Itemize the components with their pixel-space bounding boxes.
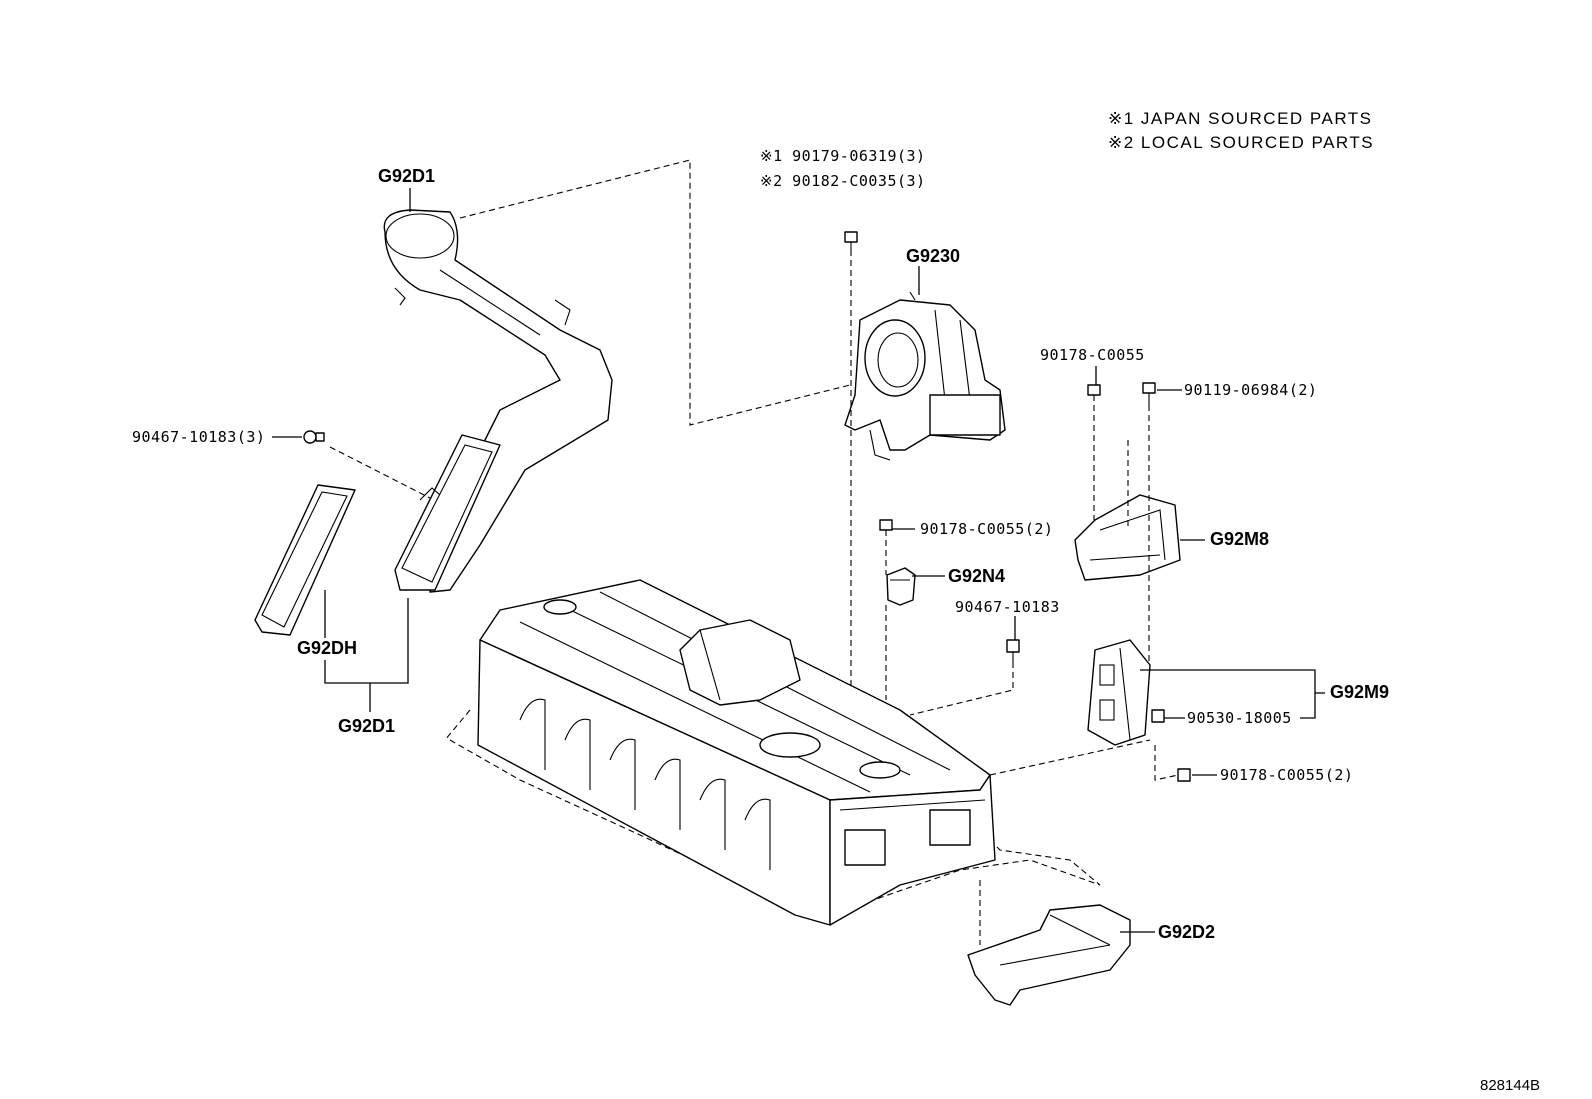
nut-90178-c-icon: [1177, 768, 1191, 782]
bracket-g92n4-drawing: [886, 567, 916, 606]
battery-pack-drawing: [444, 579, 1101, 926]
label-g92m9: G92M9: [1330, 682, 1389, 702]
label-g9230: G9230: [906, 246, 960, 266]
label-g92dh: G92DH: [297, 638, 357, 658]
label-90467: 90467-10183: [955, 598, 1060, 616]
nut-90178-b-icon: [879, 519, 893, 531]
label-90179: ※1 90179-06319(3): [760, 147, 926, 165]
label-g92d2: G92D2: [1158, 922, 1215, 942]
assembly-lines: [329, 159, 1179, 945]
nut-90179-icon: [844, 231, 858, 250]
label-90178-a: 90178-C0055: [1040, 346, 1145, 364]
bolt-90119-icon: [1142, 382, 1156, 405]
diagram-reference-number: 828144B: [1480, 1077, 1540, 1094]
label-90467-3: 90467-10183(3): [132, 428, 265, 446]
lower-duct-drawing: [967, 904, 1131, 1006]
label-g92d1-top: G92D1: [378, 166, 435, 186]
nut-90178-a-icon: [1087, 384, 1101, 396]
bracket-g92m8-drawing: [1074, 494, 1181, 581]
bracket-g92m9-drawing: [1087, 639, 1151, 746]
label-90178-c: 90178-C0055(2): [1220, 766, 1353, 784]
clip-90467-icon: [1006, 639, 1020, 662]
clip-90467-3-icon: [303, 430, 325, 444]
label-g92d1-bottom: G92D1: [338, 716, 395, 736]
blower-fan-drawing: [844, 291, 1006, 461]
label-90530: 90530-18005: [1187, 709, 1292, 727]
nut-90530-icon: [1151, 709, 1165, 723]
legend-local-sourced: ※2 LOCAL SOURCED PARTS: [1108, 133, 1374, 152]
label-90119: 90119-06984(2): [1184, 381, 1317, 399]
label-90182: ※2 90182-C0035(3): [760, 172, 926, 190]
intake-duct-drawing: [383, 209, 613, 593]
gasket-drawing: [254, 484, 356, 636]
label-g92m8: G92M8: [1210, 529, 1269, 549]
legend-japan-sourced: ※1 JAPAN SOURCED PARTS: [1108, 109, 1373, 128]
label-90178-b: 90178-C0055(2): [920, 520, 1053, 538]
leader-lines: [272, 188, 1325, 933]
label-g92n4: G92N4: [948, 566, 1005, 586]
